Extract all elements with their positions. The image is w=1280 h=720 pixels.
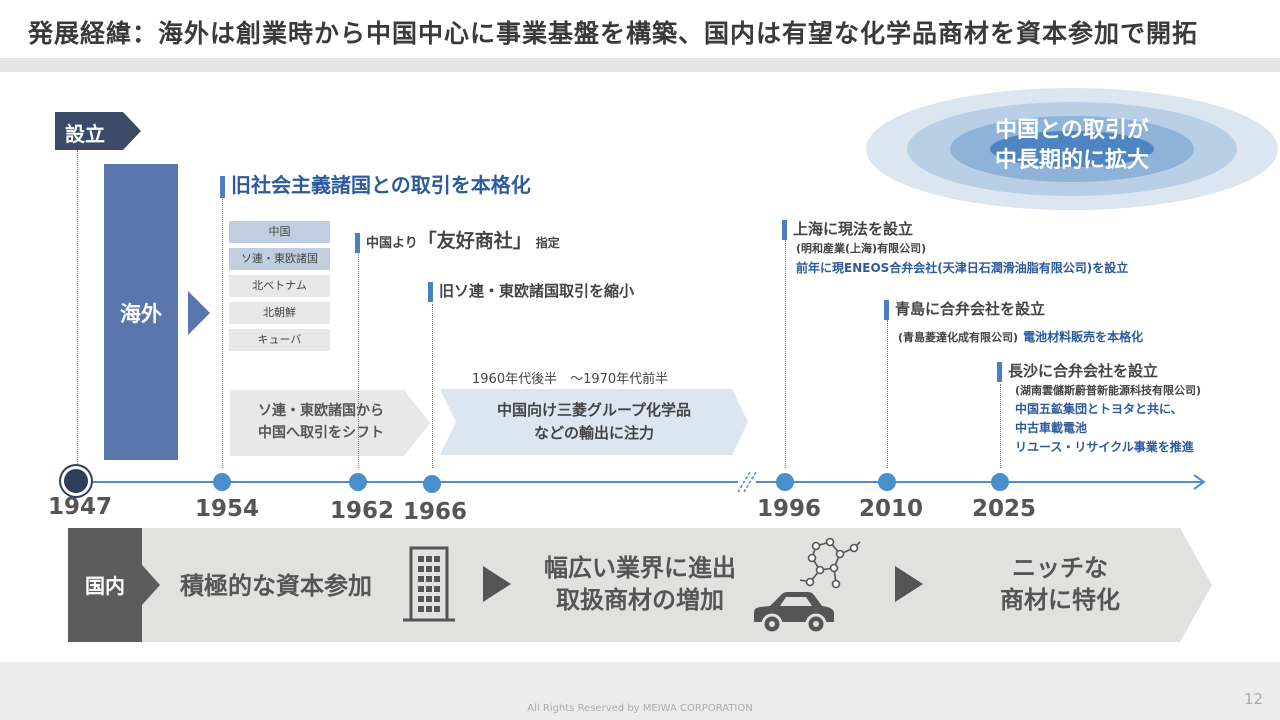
event-2025-note-3: リユース・リサイクル事業を推進 [1015,439,1194,454]
molecule-icon [799,537,861,589]
play-arrow-icon-1 [483,566,511,602]
export-box-line-2: などの輸出に注力 [533,424,654,442]
page-title: 発展経緯：海外は創業時から中国中心に事業基盤を構築、国内は有望な化学品商材を資本… [28,19,1199,48]
timeline-dot-1996 [776,473,794,491]
overseas-label: 海外 [120,302,162,326]
event-1996-title: 上海に現法を設立 [793,220,914,238]
event-2025: 長沙に合弁会社を設立 (湖南雲儲斯蔚普新能源科技有限公司) 中国五鉱集団とトヨタ… [997,360,1201,455]
domestic-step-1: 積極的な資本参加 [180,572,372,600]
event-2025-note-1: 中国五鉱集団とトヨタと共に、 [1015,401,1183,416]
footer-band [0,662,1280,720]
timeline-dot-1966 [423,475,441,493]
play-arrow-icon-2 [895,566,923,602]
founded-label: 設立 [65,122,105,146]
shift-box-line-1: ソ連・東欧諸国から [258,403,384,419]
export-box-text: 中国向け三菱グループ化学品 などの輸出に注力 [456,399,732,445]
shift-box-line-2: 中国へ取引をシフト [258,425,384,441]
event-2010-note: 電池材料販売を本格化 [1023,329,1144,344]
event-2025-note-2: 中古車載電池 [1015,420,1088,435]
guideline-1962 [358,250,359,468]
shift-box-shape [230,390,430,456]
event-2010-sub: (青島菱達化成有限公司) [898,330,1019,344]
event-1962: 中国より「友好商社」指定 [355,226,560,253]
guideline-1954 [222,196,223,468]
timeline-axis [70,472,1206,492]
heading-marker [220,175,225,198]
event-2010: 青島に合弁会社を設立 (青島菱達化成有限公司) 電池材料販売を本格化 [884,298,1143,345]
guideline-2025 [1000,384,1001,468]
period-label: 1960年代後半 ～1970年代前半 [472,372,669,387]
page-number: 12 [1244,690,1264,708]
event-2025-title: 長沙に合弁会社を設立 [1008,362,1159,380]
domestic-step-2-line-2: 取扱商材の増加 [556,586,724,614]
badge-text: 中国との取引が 中長期的に拡大 [940,116,1204,176]
export-box-shape [440,389,748,455]
event-1996-sub: (明和産業(上海)有限公司) [796,241,927,255]
year-1954: 1954 [195,496,260,522]
event-1966-text: 旧ソ連・東欧諸国取引を縮小 [439,282,635,300]
building-icon [403,546,455,622]
badge-line-1: 中国との取引が [995,118,1149,143]
country-north-vietnam: 北ベトナム [229,275,330,297]
guideline-2010 [887,320,888,468]
event-1996-marker [782,219,787,240]
event-1962-marker [355,232,360,253]
copyright: All Rights Reserved by MEIWA CORPORATION [527,703,753,714]
event-1962-prefix: 中国より [366,236,418,251]
event-1996: 上海に現法を設立 (明和産業(上海)有限公司) 前年に現ENEOS合弁会社(天津… [782,218,1128,276]
header-divider [0,58,1280,72]
event-1966-marker [428,281,433,302]
year-2010: 2010 [859,496,924,522]
year-1996: 1996 [757,496,822,522]
domestic-label: 国内 [85,574,125,598]
car-icon [754,592,834,635]
section-heading: 旧社会主義諸国との取引を本格化 [220,169,531,198]
guideline-1966 [432,304,433,468]
country-ussr: ソ連・東欧諸国 [229,248,330,270]
domestic-step-2: 幅広い業界に進出 取扱商材の増加 [520,552,760,616]
timeline-dot-2010 [878,473,896,491]
event-1996-note: 前年に現ENEOS合弁会社(天津日石潤滑油脂有限公司)を設立 [796,260,1129,275]
domestic-step-2-line-1: 幅広い業界に進出 [544,554,736,582]
founded-guideline [77,150,78,468]
year-2025: 2025 [972,496,1037,522]
country-north-korea: 北朝鮮 [229,302,330,324]
country-cuba: キューバ [229,329,330,351]
guideline-1996 [785,240,786,468]
event-2025-sub: (湖南雲儲斯蔚普新能源科技有限公司) [1015,383,1202,397]
year-1947: 1947 [48,494,113,520]
timeline-dot-2025 [991,473,1009,491]
overseas-arrow-icon [188,291,210,335]
event-1966: 旧ソ連・東欧諸国取引を縮小 [428,280,634,302]
timeline-dot-1947 [61,466,91,496]
event-2010-title: 青島に合弁会社を設立 [895,300,1046,318]
founded-tag: 設立 [55,112,141,150]
badge-ellipse [866,88,1278,210]
event-2025-marker [997,361,1002,382]
badge-line-2: 中長期的に拡大 [994,148,1149,173]
domestic-step-3-line-1: ニッチな [1012,554,1108,582]
shift-box-text: ソ連・東欧諸国から 中国へ取引をシフト [236,400,406,444]
event-1962-highlight: 「友好商社」 [417,230,532,252]
section-heading-text: 旧社会主義諸国との取引を本格化 [231,173,531,197]
year-1962: 1962 [330,498,395,524]
axis-break [737,472,757,492]
country-china: 中国 [229,221,330,243]
founded-tag-shape [55,112,141,150]
domestic-step-3-line-2: 商材に特化 [1000,586,1120,614]
domestic-band [68,528,1212,642]
overseas-block [104,164,178,460]
domestic-step-3: ニッチな 商材に特化 [960,552,1160,616]
export-box-line-1: 中国向け三菱グループ化学品 [496,401,692,419]
timeline-dot-1962 [349,473,367,491]
year-1966: 1966 [403,499,468,525]
timeline-dot-1954 [213,473,231,491]
event-1962-suffix: 指定 [535,236,560,250]
event-2010-marker [884,299,889,320]
